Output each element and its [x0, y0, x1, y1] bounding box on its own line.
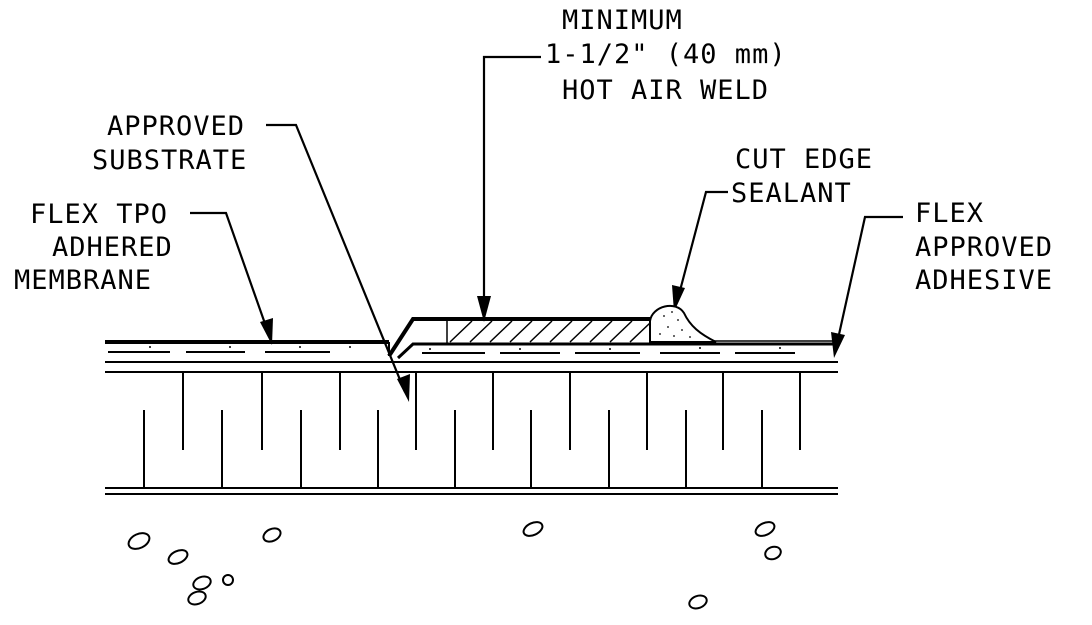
aggregate-stones	[127, 521, 782, 610]
substrate-label-line-2: SUBSTRATE	[92, 145, 247, 176]
membrane-leader	[190, 211, 271, 336]
cut-edge-sealant-bead	[649, 304, 717, 343]
substrate-label: APPROVED SUBSTRATE	[92, 111, 247, 176]
tpo-membrane-layers	[105, 317, 838, 373]
weld-leader	[482, 55, 541, 312]
weld-label-line-1: MINIMUM	[562, 5, 683, 36]
deck-lines	[105, 487, 838, 495]
adhesive-label: FLEX APPROVED ADHESIVE	[915, 198, 1053, 296]
membrane-label: FLEX TPO ADHERED MEMBRANE	[14, 199, 173, 296]
substrate-leader	[266, 123, 407, 393]
substrate-label-line-1: APPROVED	[107, 111, 245, 142]
membrane-label-line-3: MEMBRANE	[14, 265, 152, 296]
adhesive-label-line-2: APPROVED	[915, 232, 1053, 263]
sealant-leader	[675, 190, 728, 303]
weld-label-line-2: 1-1/2" (40 mm)	[545, 39, 787, 70]
weld-label: MINIMUM 1-1/2" (40 mm) HOT AIR WELD	[545, 5, 787, 106]
sealant-label-line-2: SEALANT	[731, 178, 852, 209]
sealant-label-line-1: CUT EDGE	[735, 144, 873, 175]
weld-label-line-3: HOT AIR WELD	[562, 75, 769, 106]
adhesive-leader	[834, 215, 903, 349]
membrane-arrowhead	[260, 318, 273, 345]
sealant-arrowhead	[672, 285, 685, 312]
adhesive-dots	[149, 346, 781, 350]
adhesive-dashes	[108, 351, 795, 354]
membrane-label-line-1: FLEX TPO	[30, 199, 168, 230]
membrane-label-line-2: ADHERED	[52, 232, 173, 263]
hot-air-weld-hatch	[449, 320, 651, 343]
substrate-insulation-pattern	[143, 372, 801, 488]
weld-arrowhead	[477, 296, 491, 322]
adhesive-label-line-3: ADHESIVE	[915, 265, 1053, 296]
adhesive-label-line-1: FLEX	[915, 198, 984, 229]
substrate-arrowhead	[397, 374, 410, 402]
sealant-label: CUT EDGE SEALANT	[731, 144, 873, 209]
sealant-stipple	[659, 311, 691, 338]
